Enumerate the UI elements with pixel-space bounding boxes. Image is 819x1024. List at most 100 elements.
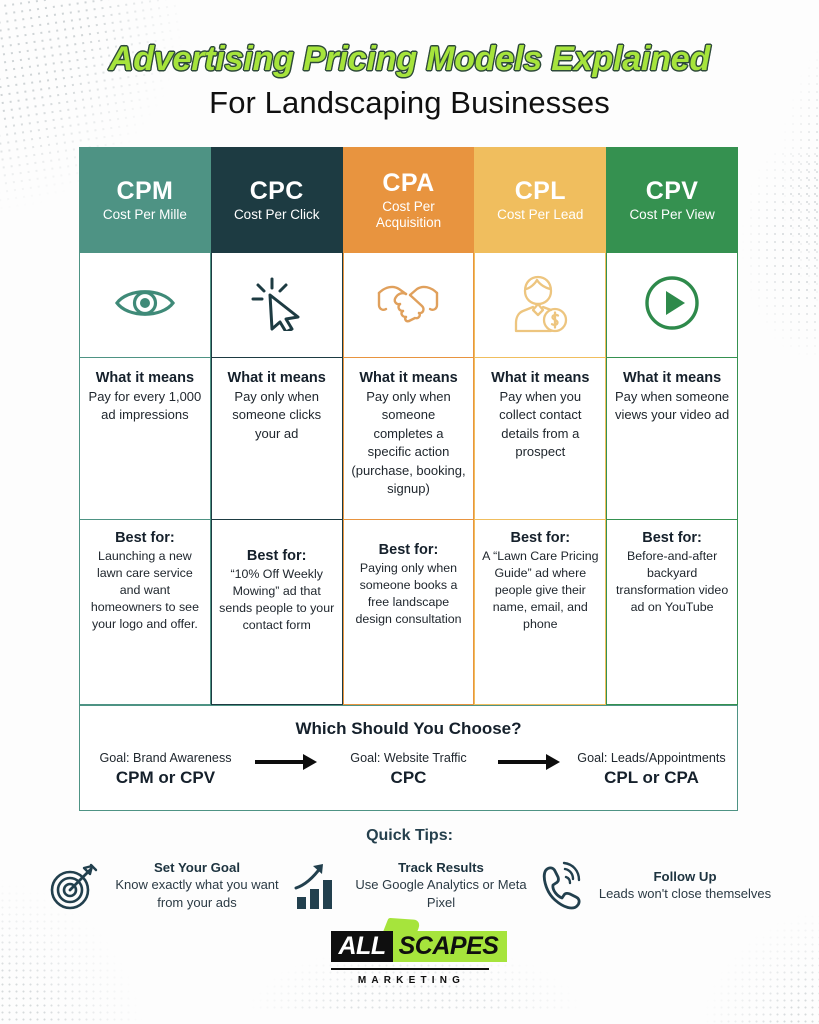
means-label: What it means [622, 370, 722, 386]
page-title: Advertising Pricing Models Explained [108, 40, 711, 78]
icon-cell-cpv [606, 253, 738, 358]
header-cell-cpc: CPC Cost Per Click [210, 147, 343, 253]
arrow-right-icon [494, 752, 566, 772]
means-label: What it means [359, 370, 458, 386]
means-label: What it means [491, 370, 590, 386]
best-text: Before-and-after backyard transformation… [615, 549, 729, 615]
eye-icon [114, 283, 176, 328]
best-cell-cpl: Best for: A “Lawn Care Pricing Guide” ad… [474, 520, 607, 705]
tip-item-set-your-goal: Set Your Goal Know exactly what you want… [46, 859, 286, 913]
means-cell-cpm: What it means Pay for every 1,000 ad imp… [79, 358, 211, 520]
best-text: Paying only when someone books a free la… [355, 561, 462, 627]
logo-tagline: MARKETING [330, 968, 489, 986]
best-text: Launching a new lawn care service and wa… [90, 549, 199, 632]
pricing-models-table: CPM Cost Per Mille CPC Cost Per Click CP… [79, 147, 738, 705]
bar-chart-growth-icon [290, 859, 344, 913]
logo-text-all: ALL [330, 931, 393, 962]
model-abbr: CPV [645, 176, 699, 205]
best-label: Best for: [642, 530, 702, 546]
means-cell-cpl: What it means Pay when you collect conta… [474, 358, 607, 520]
column-cpc: CPC Cost Per Click [210, 147, 343, 253]
table-means-row: What it means Pay for every 1,000 ad imp… [79, 358, 738, 520]
model-full-name: Cost Per View [629, 206, 715, 222]
model-abbr: CPM [116, 176, 174, 205]
flow-goal: Goal: Leads/Appointments [577, 751, 726, 765]
tip-item-track-results: Track Results Use Google Analytics or Me… [290, 859, 530, 913]
best-cell-cpv: Best for: Before-and-after backyard tran… [606, 520, 738, 705]
model-abbr: CPL [514, 176, 566, 205]
which-to-choose-panel: Which Should You Choose? Goal: Brand Awa… [79, 705, 738, 811]
best-cell-cpc: Best for: “10% Off Weekly Mowing” ad tha… [210, 520, 343, 705]
flow-model: CPC [390, 768, 427, 787]
goal-flow: Goal: Brand Awareness CPM or CPV Goal: W… [80, 751, 737, 788]
table-header-row: CPM Cost Per Mille CPC Cost Per Click CP… [79, 147, 738, 253]
page-header: Advertising Pricing Models Explained For… [0, 0, 819, 121]
model-abbr: CPC [249, 176, 304, 205]
target-icon [46, 859, 100, 913]
header-cell-cpv: CPV Cost Per View [606, 147, 738, 253]
column-cpv: CPV Cost Per View [606, 147, 738, 253]
model-full-name: Cost Per Acquisition [375, 199, 442, 230]
tip-text: Know exactly what you want from your ads [115, 877, 279, 910]
model-full-name: Cost Per Mille [102, 206, 187, 222]
choose-title: Which Should You Choose? [295, 719, 522, 738]
arrow-right-icon [251, 752, 323, 772]
best-cell-cpa: Best for: Paying only when someone books… [342, 520, 475, 705]
best-text: “10% Off Weekly Mowing” ad that sends pe… [219, 567, 335, 633]
column-cpl: CPL Cost Per Lead [474, 147, 607, 253]
flow-goal: Goal: Website Traffic [350, 751, 467, 765]
person-dollar-icon [511, 273, 569, 338]
column-cpm: CPM Cost Per Mille [79, 147, 211, 253]
tip-text: Use Google Analytics or Meta Pixel [355, 877, 527, 910]
model-abbr: CPA [382, 168, 435, 197]
brand-logo: ALL SCAPES MARKETING [0, 917, 819, 986]
best-label: Best for: [246, 548, 307, 564]
logo-text-scapes: SCAPES [392, 931, 508, 962]
flow-goal: Goal: Brand Awareness [99, 751, 232, 765]
best-text: A “Lawn Care Pricing Guide” ad where peo… [482, 549, 599, 632]
phone-ring-icon [534, 859, 588, 913]
tip-text: Leads won't close themselves [598, 886, 772, 902]
flow-step-1: Goal: Brand Awareness CPM or CPV [80, 751, 251, 788]
means-text: Pay only when someone completes a specif… [351, 389, 466, 497]
header-cell-cpa: CPA Cost Per Acquisition [342, 147, 475, 253]
best-label: Best for: [510, 530, 571, 546]
icon-cell-cpc [210, 253, 343, 358]
means-label: What it means [227, 370, 326, 386]
icon-cell-cpm [79, 253, 211, 358]
means-label: What it means [95, 370, 195, 386]
play-circle-icon [643, 274, 701, 337]
icon-cell-cpa [342, 253, 475, 358]
tip-heading: Set Your Goal [154, 860, 240, 876]
flow-model: CPM or CPV [115, 768, 216, 787]
means-text: Pay for every 1,000 ad impressions [88, 389, 202, 423]
means-cell-cpa: What it means Pay only when someone comp… [342, 358, 475, 520]
means-cell-cpv: What it means Pay when someone views you… [606, 358, 738, 520]
means-text: Pay only when someone clicks your ad [232, 389, 322, 441]
best-label: Best for: [378, 542, 439, 558]
means-cell-cpc: What it means Pay only when someone clic… [210, 358, 343, 520]
flow-model: CPL or CPA [604, 768, 699, 787]
cursor-click-icon [248, 275, 306, 336]
handshake-icon [373, 279, 443, 332]
best-label: Best for: [115, 530, 175, 546]
flow-step-2: Goal: Website Traffic CPC [323, 751, 494, 788]
means-text: Pay when someone views your video ad [614, 389, 730, 423]
model-full-name: Cost Per Click [233, 206, 320, 222]
table-icon-row [79, 253, 738, 358]
quick-tips-list: Set Your Goal Know exactly what you want… [0, 859, 819, 913]
header-cell-cpm: CPM Cost Per Mille [79, 147, 211, 253]
table-best-row: Best for: Launching a new lawn care serv… [79, 520, 738, 705]
page-subtitle: For Landscaping Businesses [209, 85, 610, 120]
quick-tips-title: Quick Tips: [366, 827, 453, 844]
flow-step-3: Goal: Leads/Appointments CPL or CPA [566, 751, 737, 788]
means-text: Pay when you collect contact details fro… [499, 389, 582, 460]
tip-heading: Follow Up [653, 869, 717, 885]
model-full-name: Cost Per Lead [497, 206, 584, 222]
tip-heading: Track Results [398, 860, 484, 876]
best-cell-cpm: Best for: Launching a new lawn care serv… [79, 520, 211, 705]
column-cpa: CPA Cost Per Acquisition [342, 147, 475, 253]
header-cell-cpl: CPL Cost Per Lead [474, 147, 607, 253]
tip-item-follow-up: Follow Up Leads won't close themselves [534, 859, 774, 913]
